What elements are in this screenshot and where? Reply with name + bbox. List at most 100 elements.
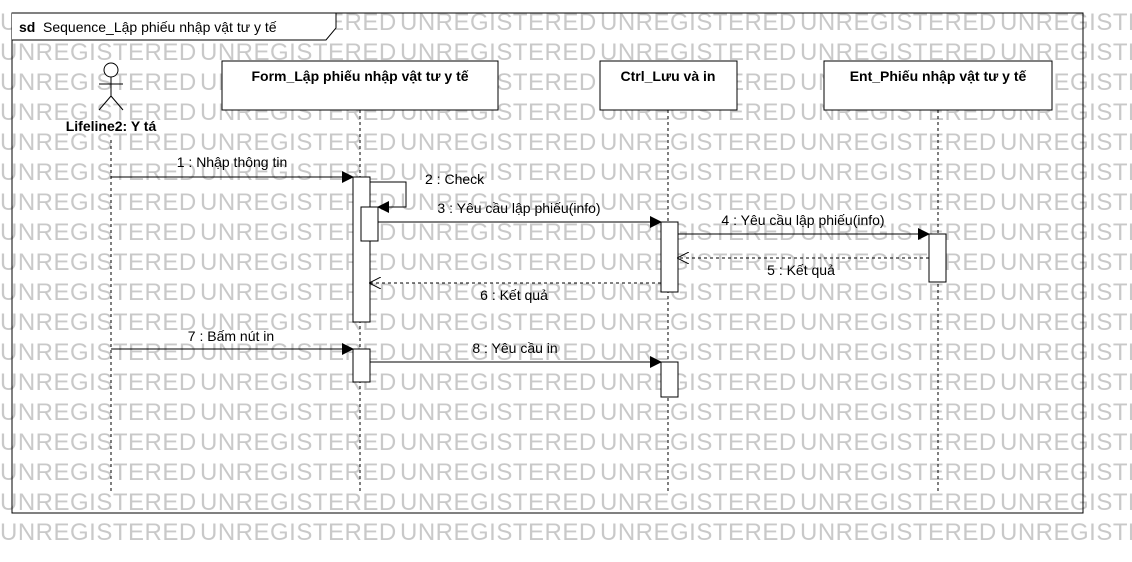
watermark-text: UNREGISTERED bbox=[200, 459, 397, 486]
watermark-text: UNREGISTERED bbox=[600, 249, 797, 276]
actor-left-leg bbox=[98, 95, 112, 111]
watermark-text: UNREGISTERED bbox=[0, 489, 197, 516]
watermark-text: UNREGISTERED bbox=[600, 369, 797, 396]
message-8[interactable]: 8 : Yêu cầu in bbox=[370, 340, 662, 368]
message-4[interactable]: 4 : Yêu cầu lập phiếu(info) bbox=[678, 212, 930, 240]
watermark-text: UNREGISTERED bbox=[800, 459, 997, 486]
watermark-text: UNREGISTERED bbox=[600, 129, 797, 156]
activation-ent-1 bbox=[928, 233, 947, 283]
frame-keyword: sd bbox=[19, 19, 35, 35]
watermark-text: UNREGISTERED bbox=[1000, 219, 1132, 246]
message-7-label: 7 : Bấm nút in bbox=[188, 328, 274, 344]
watermark-text: UNREGISTERED bbox=[1000, 429, 1132, 456]
actor-head bbox=[103, 62, 119, 78]
watermark-text: UNREGISTERED bbox=[0, 369, 197, 396]
watermark-text: UNREGISTERED bbox=[400, 309, 597, 336]
watermark-text: UNREGISTERED bbox=[1000, 159, 1132, 186]
actor-right-leg bbox=[110, 95, 124, 111]
watermark-text: UNREGISTERED bbox=[800, 159, 997, 186]
watermark-text: UNREGISTERED bbox=[600, 459, 797, 486]
watermark-text: UNREGISTERED bbox=[600, 279, 797, 306]
watermark-text: UNREGISTERED bbox=[1000, 339, 1132, 366]
watermark-text: UNREGISTERED bbox=[400, 459, 597, 486]
watermark-text: UNREGISTERED bbox=[400, 369, 597, 396]
watermark-text: UNREGISTERED bbox=[0, 309, 197, 336]
watermark-text: UNREGISTERED bbox=[600, 399, 797, 426]
watermark-text: UNREGISTERED bbox=[0, 189, 197, 216]
watermark-text: UNREGISTERED bbox=[0, 159, 197, 186]
watermark-text: UNREGISTERED bbox=[0, 39, 197, 66]
watermark-text: UNREGISTERED bbox=[0, 69, 197, 96]
lifeline-ent[interactable]: Ent_Phiếu nhập vật tư y tế bbox=[823, 60, 1053, 111]
watermark-text: UNREGISTERED bbox=[200, 519, 397, 546]
lifeline-form-head bbox=[221, 60, 499, 111]
message-5[interactable]: 5 : Kết quả bbox=[678, 258, 929, 278]
watermark-text: UNREGISTERED bbox=[800, 429, 997, 456]
activation-form-check bbox=[360, 206, 379, 242]
watermark-text: UNREGISTERED bbox=[800, 489, 997, 516]
activation-form-1 bbox=[352, 176, 371, 323]
watermark-text: UNREGISTERED bbox=[600, 189, 797, 216]
watermark-text: UNREGISTERED bbox=[400, 189, 597, 216]
message-1-label: 1 : Nhập thông tin bbox=[177, 154, 288, 170]
message-5-label: 5 : Kết quả bbox=[767, 262, 835, 278]
watermark-text: UNREGISTERED bbox=[800, 279, 997, 306]
watermark-text: UNREGISTERED bbox=[200, 129, 397, 156]
watermark-text: UNREGISTERED bbox=[0, 399, 197, 426]
message-2[interactable]: 2 : Check bbox=[370, 171, 485, 213]
watermark-text: UNREGISTERED bbox=[0, 99, 197, 126]
watermark-text: UNREGISTERED bbox=[800, 369, 997, 396]
watermark-text: UNREGISTERED bbox=[0, 339, 197, 366]
watermark-text: UNREGISTERED bbox=[400, 399, 597, 426]
watermark-text: UNREGISTERED bbox=[800, 129, 997, 156]
watermark-text: UNREGISTERED bbox=[1000, 309, 1132, 336]
watermark-text: UNREGISTERED bbox=[600, 309, 797, 336]
watermark-text: UNREGISTERED bbox=[400, 429, 597, 456]
watermark-text: UNREGISTERED bbox=[1000, 249, 1132, 276]
watermark-text: UNREGISTERED bbox=[1000, 129, 1132, 156]
message-3-label: 3 : Yêu cầu lập phiếu(info) bbox=[437, 200, 600, 216]
message-6[interactable]: 6 : Kết quả bbox=[370, 283, 661, 303]
lifeline-form[interactable]: Form_Lập phiếu nhập vật tư y tế bbox=[221, 60, 499, 111]
actor-y-ta[interactable]: Lifeline2: Y tá bbox=[66, 62, 157, 134]
message-4-label: 4 : Yêu cầu lập phiếu(info) bbox=[721, 212, 884, 228]
watermark-text: UNREGISTERED bbox=[1000, 519, 1132, 546]
watermark-text: UNREGISTERED bbox=[800, 399, 997, 426]
message-3[interactable]: 3 : Yêu cầu lập phiếu(info) bbox=[378, 200, 662, 228]
watermark-text: UNREGISTERED bbox=[800, 339, 997, 366]
watermark-text: UNREGISTERED bbox=[400, 489, 597, 516]
lifeline-ctrl-label: Ctrl_Lưu và in bbox=[621, 68, 716, 84]
watermark-text: UNREGISTERED bbox=[400, 129, 597, 156]
watermark-text: UNREGISTERED bbox=[600, 429, 797, 456]
watermark-text: UNREGISTERED bbox=[800, 249, 997, 276]
message-7[interactable]: 7 : Bấm nút in bbox=[111, 328, 354, 355]
actor-label: Lifeline2: Y tá bbox=[66, 118, 157, 134]
watermark-text: UNREGISTERED bbox=[1000, 459, 1132, 486]
watermark-text: UNREGISTERED bbox=[1000, 279, 1132, 306]
watermark-text: UNREGISTERED bbox=[0, 249, 197, 276]
message-8-label: 8 : Yêu cầu in bbox=[472, 340, 557, 356]
watermark-text: UNREGISTERED bbox=[200, 429, 397, 456]
watermark-text: UNREGISTERED bbox=[800, 519, 997, 546]
lifeline-ctrl[interactable]: Ctrl_Lưu và in bbox=[599, 60, 738, 111]
lifeline-ent-head bbox=[823, 60, 1053, 111]
watermark-text: UNREGISTERED bbox=[800, 219, 997, 246]
message-1[interactable]: 1 : Nhập thông tin bbox=[111, 154, 354, 183]
watermark-text: UNREGISTERED bbox=[0, 219, 197, 246]
message-2-label: 2 : Check bbox=[425, 171, 485, 187]
watermark-text: UNREGISTERED bbox=[600, 219, 797, 246]
watermark-text: UNREGISTERED bbox=[1000, 369, 1132, 396]
watermark-text: UNREGISTERED bbox=[200, 489, 397, 516]
watermark-text: UNREGISTERED bbox=[1000, 399, 1132, 426]
watermark-text: UNREGISTERED bbox=[0, 279, 197, 306]
activation-ctrl-1 bbox=[660, 221, 679, 293]
watermark-text: UNREGISTERED bbox=[800, 189, 997, 216]
watermark-text: UNREGISTERED bbox=[400, 159, 597, 186]
watermark-text: UNREGISTERED bbox=[0, 519, 197, 546]
activation-ctrl-2 bbox=[660, 361, 679, 398]
watermark-text: UNREGISTERED bbox=[600, 519, 797, 546]
watermark-text: UNREGISTERED bbox=[400, 249, 597, 276]
watermark-text: UNREGISTERED bbox=[400, 519, 597, 546]
lifeline-form-label: Form_Lập phiếu nhập vật tư y tế bbox=[251, 68, 468, 84]
